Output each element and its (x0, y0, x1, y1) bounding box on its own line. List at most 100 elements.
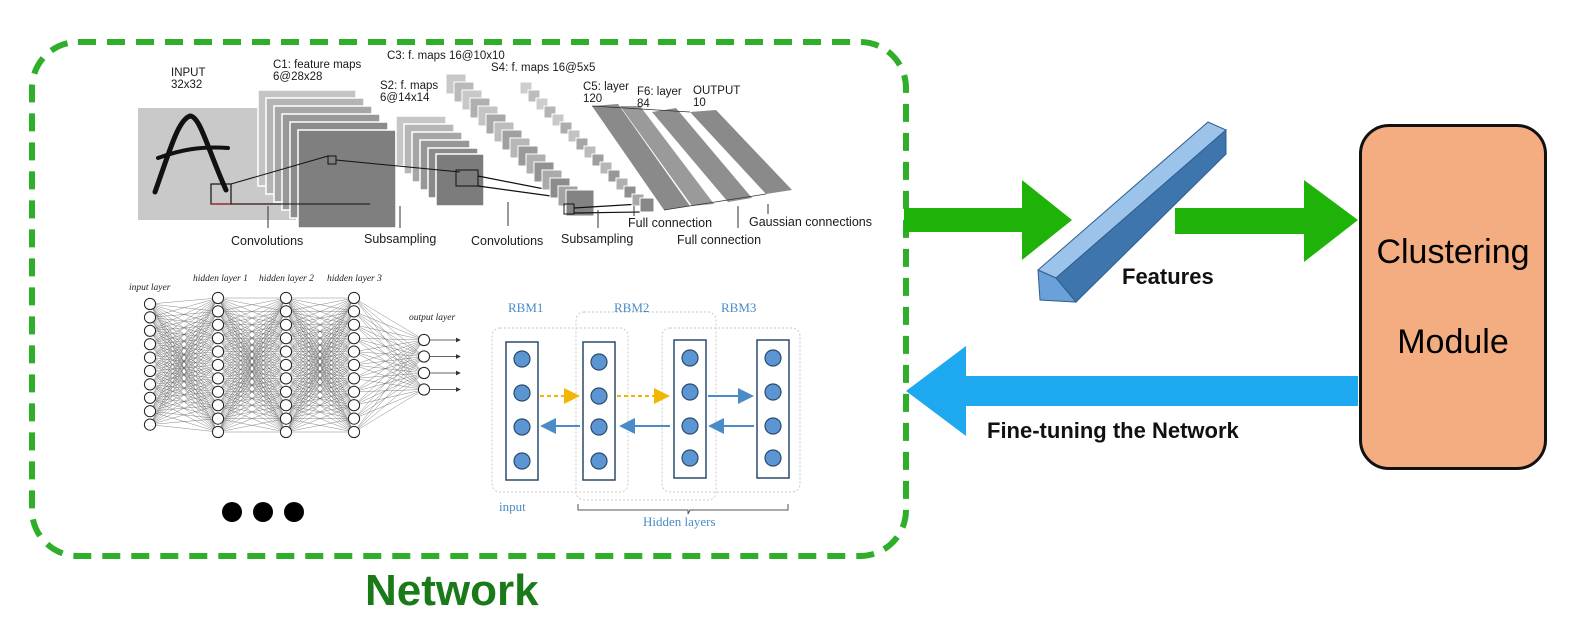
lenet-input-size: 32x32 (171, 79, 203, 91)
lenet-c3-label: C3: f. maps 16@10x10 (387, 50, 505, 62)
mlp-neuron (279, 332, 293, 345)
rbm-hidden-layers-label: Hidden layers (643, 514, 716, 529)
ellipsis-dots (222, 502, 304, 522)
mlp-neuron (417, 350, 431, 363)
mlp-neuron (211, 372, 225, 385)
mlp-neuron (143, 311, 157, 324)
lenet-input-label: INPUT (171, 67, 206, 79)
lenet-op-conv2: Convolutions (471, 234, 544, 248)
mlp-neuron (143, 418, 157, 431)
rbm-input-layer (505, 341, 539, 481)
lenet-c1-maps (257, 89, 397, 229)
mlp-neuron (347, 399, 361, 412)
feature-bar (1037, 121, 1227, 303)
mlp-neuron (347, 412, 361, 425)
mlp-hidden2-label: hidden layer 2 (259, 274, 314, 284)
mlp-neuron (417, 333, 431, 347)
lenet-diagram (138, 73, 792, 229)
lenet-op-full1: Full connection (628, 216, 713, 230)
rbm-nodes (513, 349, 782, 470)
lenet-c1-size: 6@28x28 (273, 71, 323, 83)
mlp-neuron (211, 358, 225, 372)
lenet-output-size: 10 (693, 97, 706, 109)
hidden-layers-brace (577, 504, 789, 515)
mlp-neuron (143, 351, 157, 364)
clustering-module-box: Clustering Module (1359, 124, 1547, 470)
rbm3-label: RBM3 (721, 300, 757, 315)
mlp-neuron (279, 372, 293, 385)
lenet-op-sub2: Subsampling (561, 232, 634, 246)
mlp-hidden3-label: hidden layer 3 (327, 274, 382, 284)
lenet-op-gauss: Gaussian connections (749, 215, 872, 229)
mlp-neuron (211, 318, 225, 331)
mlp-neuron (279, 358, 293, 372)
lenet-c5-layer (592, 104, 690, 210)
mlp-neuron (347, 305, 361, 318)
mlp-neuron (143, 297, 157, 311)
mlp-neuron (279, 291, 293, 305)
mlp-neuron (417, 366, 431, 380)
mlp-neuron (211, 305, 225, 318)
lenet-s4-label: S4: f. maps 16@5x5 (491, 62, 596, 74)
mlp-neuron (417, 383, 431, 396)
rbm-diagram (491, 311, 801, 515)
mlp-neuron (279, 305, 293, 318)
mlp-neuron (211, 425, 225, 439)
network-container (29, 39, 909, 559)
mlp-input-layer-label: input layer (129, 283, 171, 293)
lenet-op-conv1: Convolutions (231, 234, 304, 248)
lenet-c5-label: C5: layer (583, 81, 630, 93)
lenet-output-label: OUTPUT (693, 85, 741, 97)
mlp-neuron (279, 399, 293, 412)
mlp-hidden1-label: hidden layer 1 (193, 274, 248, 284)
mlp-neuron (211, 291, 225, 305)
fine-tuning-arrow (906, 346, 1358, 436)
mlp-neuron (347, 318, 361, 331)
features-label: Features (1122, 264, 1214, 289)
rbm-hidden-layer-3 (756, 339, 790, 479)
mlp-neuron (279, 425, 293, 439)
mlp-diagram (143, 291, 461, 439)
forward-arrow-to-features (904, 180, 1072, 260)
mlp-neuron (347, 345, 361, 358)
mlp-neuron (211, 345, 225, 358)
mlp-neuron (211, 399, 225, 412)
cluster-label-line2: Module (1397, 323, 1509, 361)
mlp-neuron (347, 372, 361, 385)
lenet-op-sub1: Subsampling (364, 232, 437, 246)
rbm2-label: RBM2 (614, 300, 650, 315)
lenet-s2-size: 6@14x14 (380, 92, 430, 104)
mlp-neuron (347, 358, 361, 372)
mlp-neuron (143, 338, 157, 351)
lenet-s4-maps (519, 81, 655, 213)
lenet-op-full2: Full connection (677, 233, 762, 247)
mlp-neuron (279, 318, 293, 331)
fine-tuning-label: Fine-tuning the Network (987, 418, 1239, 443)
mlp-output-layer-label: output layer (409, 313, 456, 323)
mlp-neuron (347, 425, 361, 439)
mlp-neuron (143, 378, 157, 391)
mlp-neuron (143, 324, 157, 337)
mlp-neuron (211, 412, 225, 425)
lenet-f6-size: 84 (637, 98, 650, 110)
mlp-neuron (143, 405, 157, 418)
lenet-output-layer (690, 110, 792, 194)
lenet-c1-label: C1: feature maps (273, 59, 362, 71)
lenet-s2-maps (395, 115, 485, 207)
mlp-neuron (279, 412, 293, 425)
rbm-input-label: input (499, 499, 526, 514)
mlp-neuron (279, 345, 293, 358)
mlp-neuron (143, 391, 157, 404)
mlp-neuron (347, 385, 361, 398)
lenet-c3-maps (445, 73, 595, 217)
mlp-neuron (211, 332, 225, 345)
rbm-hidden-layer-2 (673, 339, 707, 479)
lenet-c5-size: 120 (583, 93, 603, 105)
lenet-letter-a (152, 113, 229, 195)
forward-arrow-to-cluster (1175, 180, 1358, 262)
rbm-hidden-layer-1 (582, 341, 616, 481)
mlp-neuron (211, 385, 225, 398)
mlp-neuron (347, 291, 361, 305)
rbm1-label: RBM1 (508, 300, 544, 315)
